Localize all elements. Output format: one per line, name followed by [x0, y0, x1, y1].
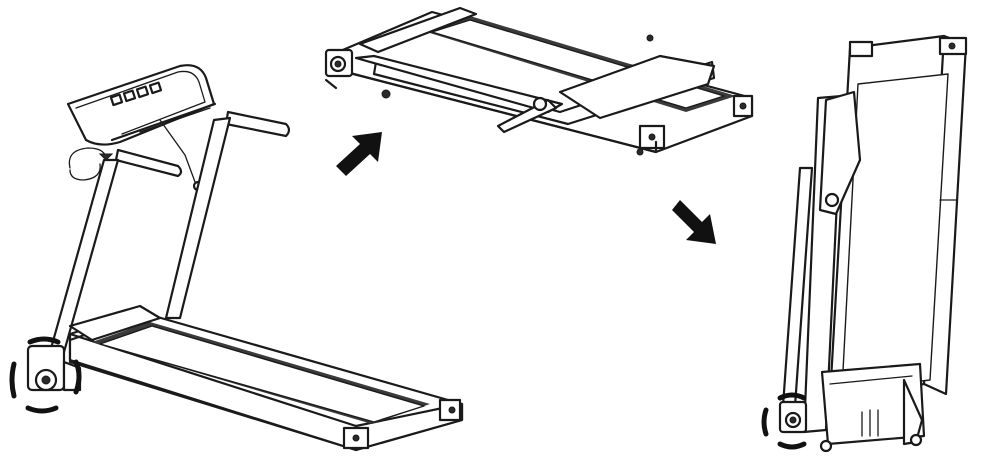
motor-base-icon [819, 362, 926, 453]
console-icon [66, 64, 217, 146]
folded-upright-frame-icon [354, 6, 716, 134]
treadmill-upright-storage-icon [761, 34, 968, 453]
treadmill-unfolded-icon [9, 64, 464, 452]
highlight-marks-icon [9, 336, 82, 414]
treadmill-folded-flat-icon [324, 6, 754, 156]
upright-hinge-knob-icon [778, 400, 808, 434]
running-deck-icon [68, 304, 464, 452]
arrow-right-down-icon [672, 200, 716, 244]
folded-hinge-knob-icon [324, 34, 654, 156]
folded-deck-icon [336, 10, 754, 154]
rotation-arrow-icon [68, 147, 114, 181]
upright-highlight-marks-icon [761, 392, 807, 450]
upright-posts-icon [48, 116, 232, 354]
arrow-right-up-icon [336, 132, 382, 176]
vertical-deck-icon [828, 34, 968, 400]
